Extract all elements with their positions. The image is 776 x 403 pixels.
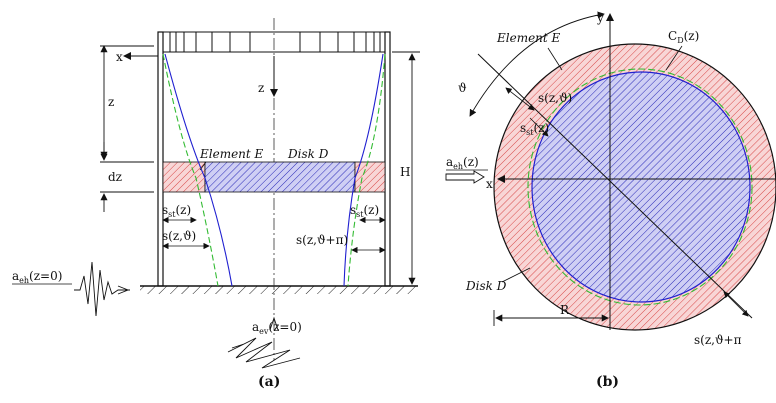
disk-circle [531,71,751,303]
ground [140,285,418,294]
s-left-label: s(z,ϑ) [162,229,196,243]
R-label: R [560,303,570,317]
z-axis-label: z [258,81,264,95]
s-right-label: s(z,ϑ+π) [296,233,348,247]
dim-z-label: z [108,95,114,109]
panel-a: x z z dz H Element E Disk D sst(z) s(z,ϑ… [12,18,420,390]
sst-left-label: sst(z) [162,203,191,219]
disk-d-leader-b [501,267,531,283]
tank-walls [157,31,391,287]
s-theta-dim-b [505,87,535,111]
aev-label-a: aev(z=0) [252,320,302,336]
x-axis-label-a: x [116,50,123,64]
s-theta-pi-dim [723,291,749,317]
x-axis-label-b: x [486,177,493,191]
theta-label: ϑ [458,81,467,95]
cd-leader [665,45,683,71]
theta-arc [469,11,605,117]
cd-label: CD(z) [668,29,699,45]
aeh-signal-a [74,261,130,317]
caption-b: (b) [596,374,619,390]
disk-band [162,161,386,193]
dim-z [100,45,154,212]
free-surface-left [162,53,233,287]
disk-d-label-b: Disk D [465,279,507,293]
sst-dim-b [529,117,549,137]
dim-H [392,51,420,285]
element-e-label-b: Element E [496,31,561,45]
element-e-label-a: Element E [199,147,264,161]
dim-H-label: H [400,165,410,179]
disk-d-label-a: Disk D [287,147,329,161]
aev-arrow-a [269,316,279,331]
element-e-leader-a [199,161,207,171]
green-circle [527,68,753,306]
aeh-arrow-b [445,170,485,184]
aeh-label-b: aeh(z) [446,155,479,171]
sst-right-label: sst(z) [350,203,379,219]
aeh-label-a: aeh(z=0) [12,269,62,285]
aeh-arrow-a [117,285,130,295]
caption-a: (a) [258,374,280,390]
element-e-leader-b [547,47,563,71]
panel-b: y x ϑ Element E CD(z) s(z,ϑ) sst(z) aeh(… [445,11,776,390]
sst-label-b: sst(z) [520,121,549,137]
s-theta-pi-label: s(z,ϑ+π [694,333,742,347]
s-theta-label-b: s(z,ϑ) [538,91,572,105]
y-axis-label-b: y [596,11,604,25]
dim-dz-label: dz [108,170,122,184]
free-surface-right [343,53,386,287]
aev-signal-a [227,337,301,369]
